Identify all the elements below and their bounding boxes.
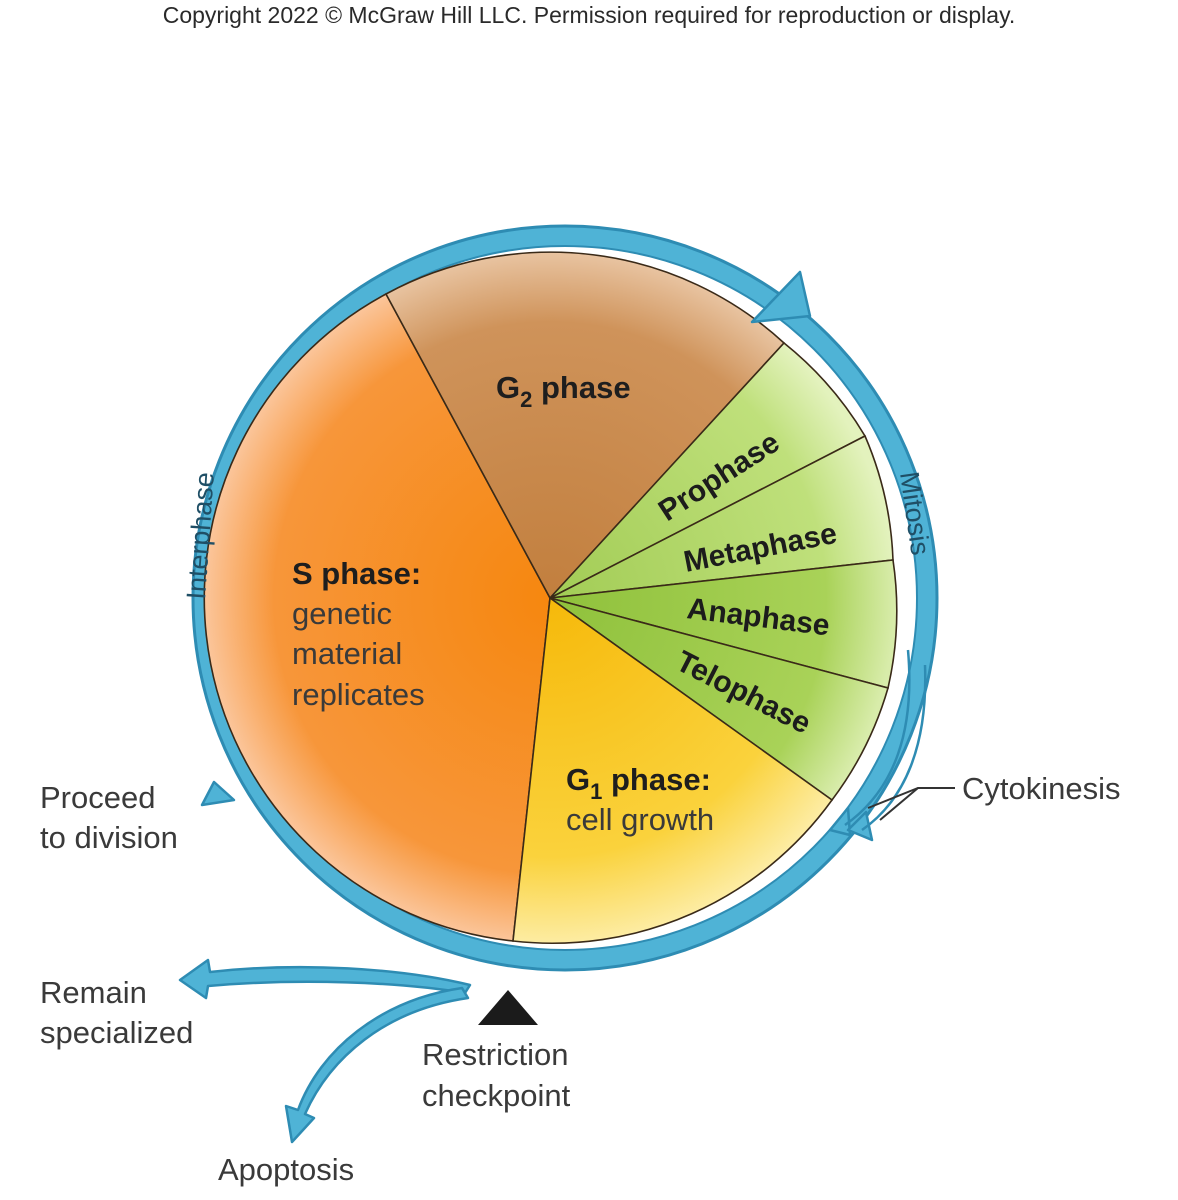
ring-arrows — [200, 270, 874, 842]
g1-phase-title: G1 phase: — [566, 762, 711, 804]
apoptosis-label: Apoptosis — [218, 1152, 354, 1187]
apoptosis-arrow — [284, 986, 470, 1144]
s-phase-desc-3: replicates — [292, 677, 425, 712]
s-phase-title: S phase: — [292, 556, 421, 591]
telophase-wedge — [549, 597, 889, 802]
cytokinesis-pointer — [867, 787, 955, 821]
proceed-label-1: Proceed — [40, 780, 155, 815]
metaphase-wedge — [549, 434, 894, 599]
g2-phase-label: G2 phase — [496, 370, 631, 412]
g1-phase-desc: cell growth — [566, 802, 714, 837]
cytokinesis-arrows — [844, 649, 927, 832]
copyright-notice: Copyright 2022 © McGraw Hill LLC. Permis… — [162, 2, 1016, 28]
checkpoint-label-2: checkpoint — [422, 1078, 571, 1113]
g2-phase-wedge — [384, 251, 786, 600]
s-phase-wedge — [203, 292, 551, 942]
remain-label-1: Remain — [40, 975, 147, 1010]
remain-specialized-arrow — [178, 958, 472, 1000]
g1-phase-wedge — [512, 596, 834, 944]
s-phase-desc-1: genetic — [292, 596, 392, 631]
phase-wedges — [203, 251, 898, 944]
checkpoint-label-1: Restriction — [422, 1037, 568, 1072]
proceed-arrow-head — [200, 780, 236, 807]
mitosis-arrow-head — [750, 270, 812, 324]
prophase-wedge — [549, 341, 867, 599]
cytokinesis-label: Cytokinesis — [962, 771, 1121, 806]
s-phase-desc-2: material — [292, 636, 402, 671]
restriction-checkpoint-marker — [478, 990, 538, 1025]
anaphase-wedge — [549, 559, 898, 689]
remain-label-2: specialized — [40, 1015, 193, 1050]
exit-arrows — [178, 958, 472, 1144]
proceed-label-2: to division — [40, 820, 178, 855]
